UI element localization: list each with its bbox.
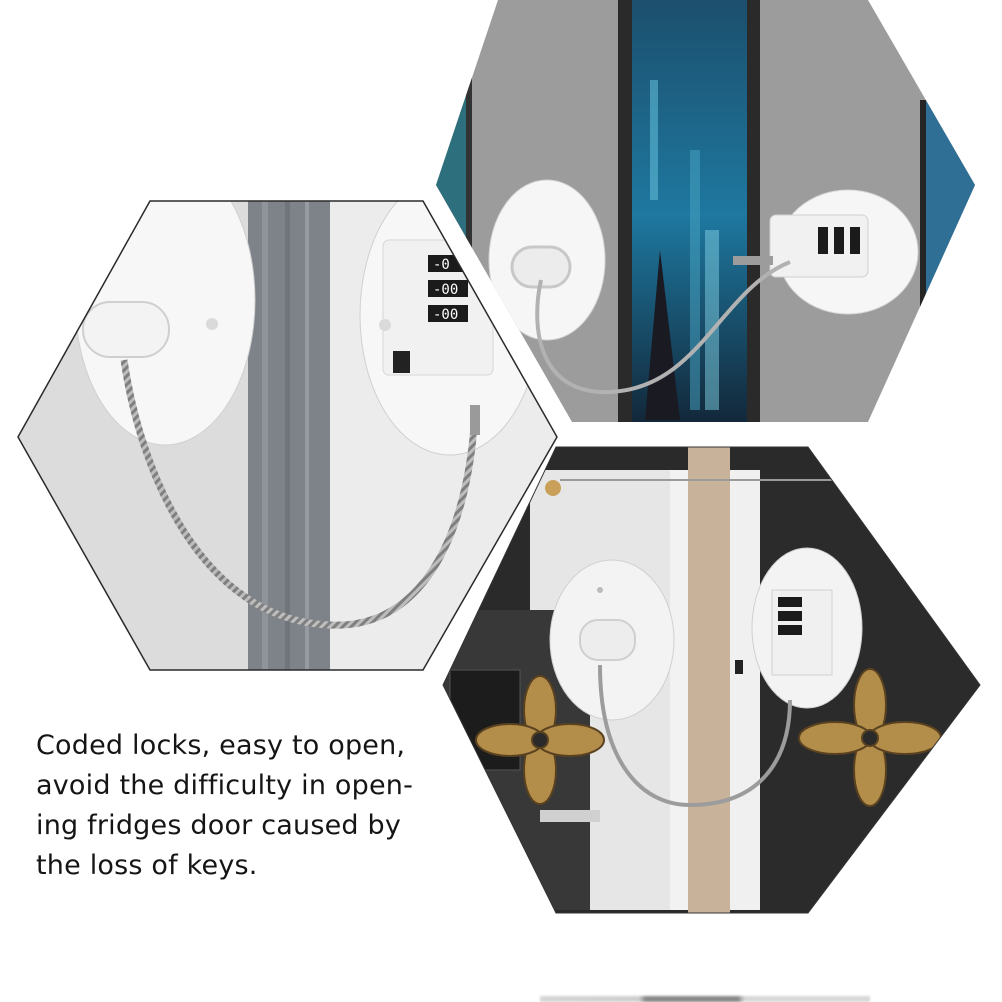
top-right-panel-photo — [436, 0, 975, 422]
caption-line: the loss of keys. — [36, 850, 258, 881]
cable-end-icon — [470, 405, 480, 435]
left-flower-ornament — [475, 675, 605, 805]
svg-text:-00: -00 — [433, 307, 458, 323]
left-dial-1: -0 — [433, 257, 450, 273]
caption-line: avoid the difficulty in open- — [36, 770, 414, 801]
bottom-right-panel-photo: LIST — [442, 446, 981, 914]
caption-line: Coded locks, easy to open, — [36, 730, 406, 761]
caption-line: ing fridges door caused by — [36, 810, 402, 841]
next-image-edge — [540, 996, 870, 1002]
top-right-hexagon-panel — [430, 0, 990, 430]
caption-text: Coded locks, easy to open, avoid the dif… — [36, 726, 436, 886]
bottom-right-hexagon-panel: LIST — [430, 440, 990, 920]
right-flower-ornament — [798, 668, 942, 807]
svg-text:-00: -00 — [433, 282, 458, 298]
